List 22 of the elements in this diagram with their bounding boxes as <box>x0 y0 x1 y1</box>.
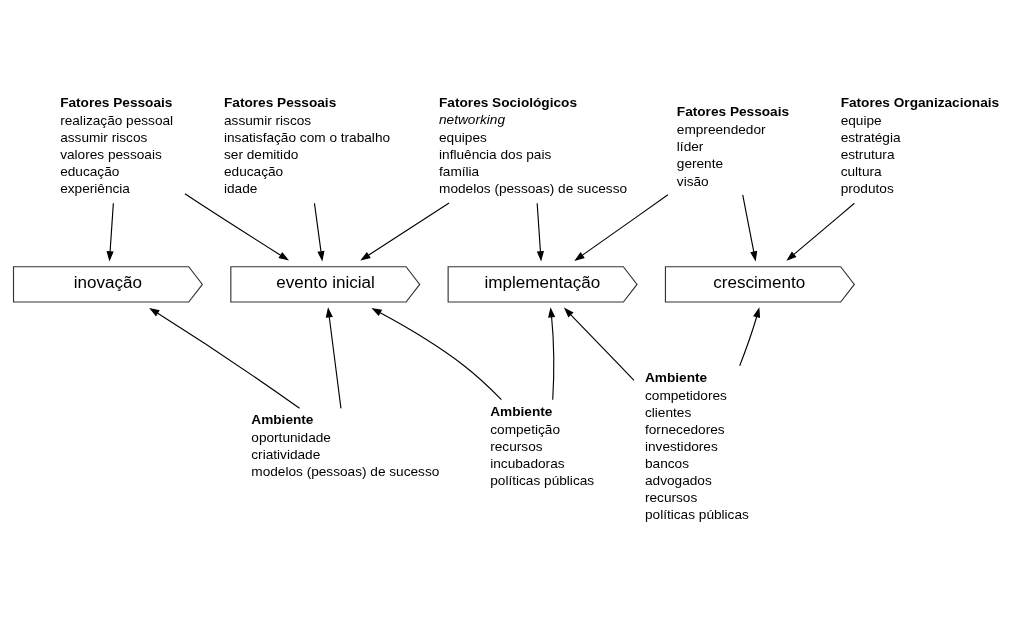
arrow <box>371 308 502 401</box>
arrow <box>360 202 450 261</box>
arrow <box>742 194 758 262</box>
node-text: Fatores Organizacionais equipe estratégia estrutura cultura produtos <box>840 95 1000 197</box>
arrow <box>106 202 114 262</box>
node-text: Fatores Pessoais assumir riscos insatisfação com o trabalho ser demitido educação idade <box>224 95 391 197</box>
node-text: Ambiente oportunidade criatividade modelos (pessoas) de sucesso <box>251 411 440 480</box>
arrow <box>739 307 761 367</box>
node-text: Fatores Pessoais empreendedor líder gerente visão <box>676 104 790 189</box>
arrow <box>536 202 544 262</box>
arrow <box>563 307 635 381</box>
arrow <box>149 307 301 409</box>
arrow <box>548 307 556 401</box>
node-text: Ambiente competidores clientes fornecedores investidores bancos advogados recursos políticas públicas <box>644 369 749 523</box>
arrow <box>325 307 342 409</box>
node-text: Ambiente competição recursos incubadoras políticas públicas <box>490 403 595 489</box>
arrow <box>786 202 855 261</box>
arrow <box>574 194 669 261</box>
arrow <box>313 202 325 262</box>
arrow <box>184 193 289 261</box>
node-text: Fatores Pessoais realização pessoal assumir riscos valores pessoais educação experiência <box>60 95 174 197</box>
node-text: Fatores Sociológicos networking equipes influência dos pais família modelos (pessoas) de sucesso <box>439 95 628 197</box>
